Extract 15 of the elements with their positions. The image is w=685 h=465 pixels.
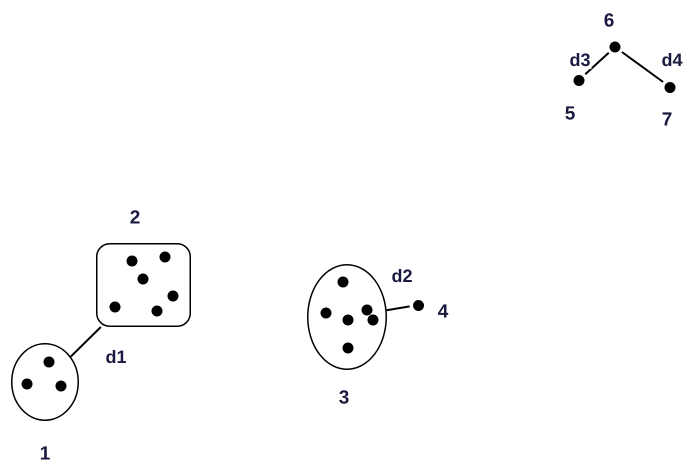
- connector-line: [621, 51, 664, 83]
- connector-line: [584, 52, 610, 75]
- edge-label: d1: [104, 348, 128, 366]
- node-number: 4: [438, 302, 448, 322]
- node-number: 2: [130, 208, 140, 228]
- node-number: 3: [338, 388, 350, 408]
- node-number: 5: [564, 104, 576, 124]
- connector-line: [70, 326, 102, 358]
- edge-label: d2: [390, 267, 414, 285]
- node-number: 7: [662, 110, 672, 130]
- edge-label: d4: [660, 51, 684, 69]
- edge-label: d3: [568, 51, 592, 69]
- node-number: 1: [40, 444, 50, 464]
- connector-line: [386, 305, 410, 312]
- node-number: 6: [604, 12, 614, 30]
